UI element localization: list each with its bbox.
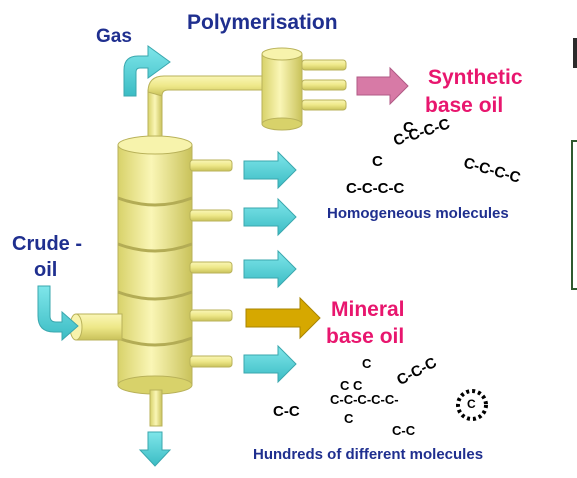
homo-a-top: C (403, 119, 414, 136)
mix-ring-label: C (467, 397, 476, 411)
mineral-label-line1: Mineral (331, 298, 405, 321)
hundreds-caption: Hundreds of different molecules (253, 446, 484, 463)
mineral-arrow (245, 296, 321, 340)
output-arrows (243, 150, 297, 384)
crude-arrow (37, 285, 79, 342)
edge-frame (571, 140, 577, 290)
ring-molecule (456, 389, 488, 421)
crude-label-line2: oil (34, 259, 58, 281)
synthetic-label-line2: base oil (425, 94, 504, 117)
synthetic-label-line1: Synthetic (428, 66, 523, 89)
edge-bar (573, 38, 577, 68)
synthetic-arrow (356, 66, 409, 106)
polymerisation-vessel (261, 47, 347, 131)
homogeneous-caption: Homogeneous molecules (327, 205, 509, 222)
side-outlets (189, 159, 233, 368)
mineral-label-line2: base oil (326, 325, 405, 348)
mix-line1: C C (340, 378, 363, 393)
bottom-arrow (138, 431, 172, 467)
crude-inlet-pipe (69, 313, 123, 341)
gas-arrow (123, 45, 171, 97)
mix-top: C (362, 356, 372, 371)
mix-bottom-a: C (344, 411, 354, 426)
crude-label-line1: Crude - (12, 233, 82, 255)
distillation-column (117, 135, 193, 427)
mix-ethane: C-C (273, 403, 300, 420)
mix-main: C-C-C-C-C- (330, 392, 399, 407)
gas-label: Gas (96, 26, 132, 47)
homo-b-main: C-C-C-C (346, 180, 405, 197)
mix-bottom-b: C-C (392, 423, 416, 438)
polymerisation-label: Polymerisation (187, 11, 338, 34)
homo-b-top: C (372, 153, 383, 170)
